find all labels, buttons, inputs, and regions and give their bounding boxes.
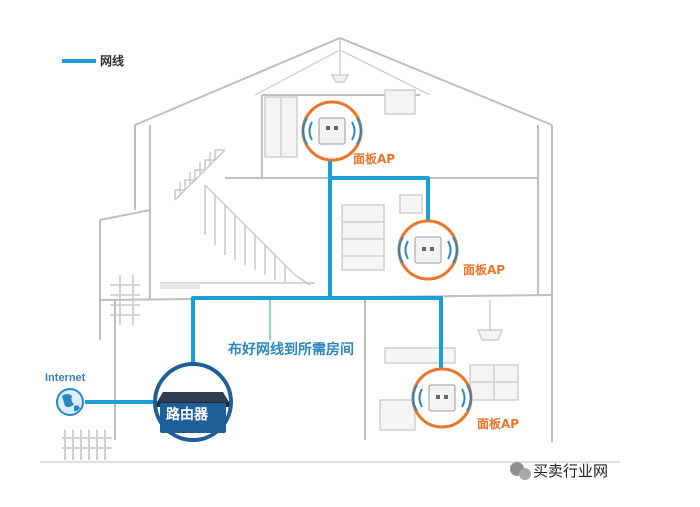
cable-to-middle-ap (330, 176, 430, 222)
panel-ap-top (301, 100, 363, 162)
panel-ap-middle-label: 面板AP (463, 263, 506, 277)
cable-note: 布好网线到所需房间 (228, 342, 354, 358)
fence (62, 430, 112, 460)
panel-ap-ground (411, 367, 473, 429)
legend-label: 网线 (100, 54, 125, 68)
attic-furniture (264, 38, 416, 158)
staircase-lower (110, 275, 140, 325)
panel-ap-top-label: 面板AP (353, 152, 396, 166)
router-icon (153, 362, 233, 442)
globe-icon (56, 388, 84, 416)
staircase-middle (160, 184, 315, 289)
watermark: 买卖行业网 (533, 462, 609, 480)
cable-to-ground-ap (191, 296, 443, 372)
panel-ap-ground-label: 面板AP (477, 417, 520, 431)
roof-lines (254, 49, 431, 96)
router-label: 路由器 (166, 407, 208, 423)
watermark-logo-icon (510, 462, 531, 480)
shelf-unit (341, 194, 423, 271)
ground-floor-decor (379, 300, 519, 431)
panel-ap-middle (397, 219, 459, 281)
network-cables (85, 158, 443, 404)
staircase-upper (174, 149, 226, 201)
internet-label: Internet (45, 372, 86, 384)
